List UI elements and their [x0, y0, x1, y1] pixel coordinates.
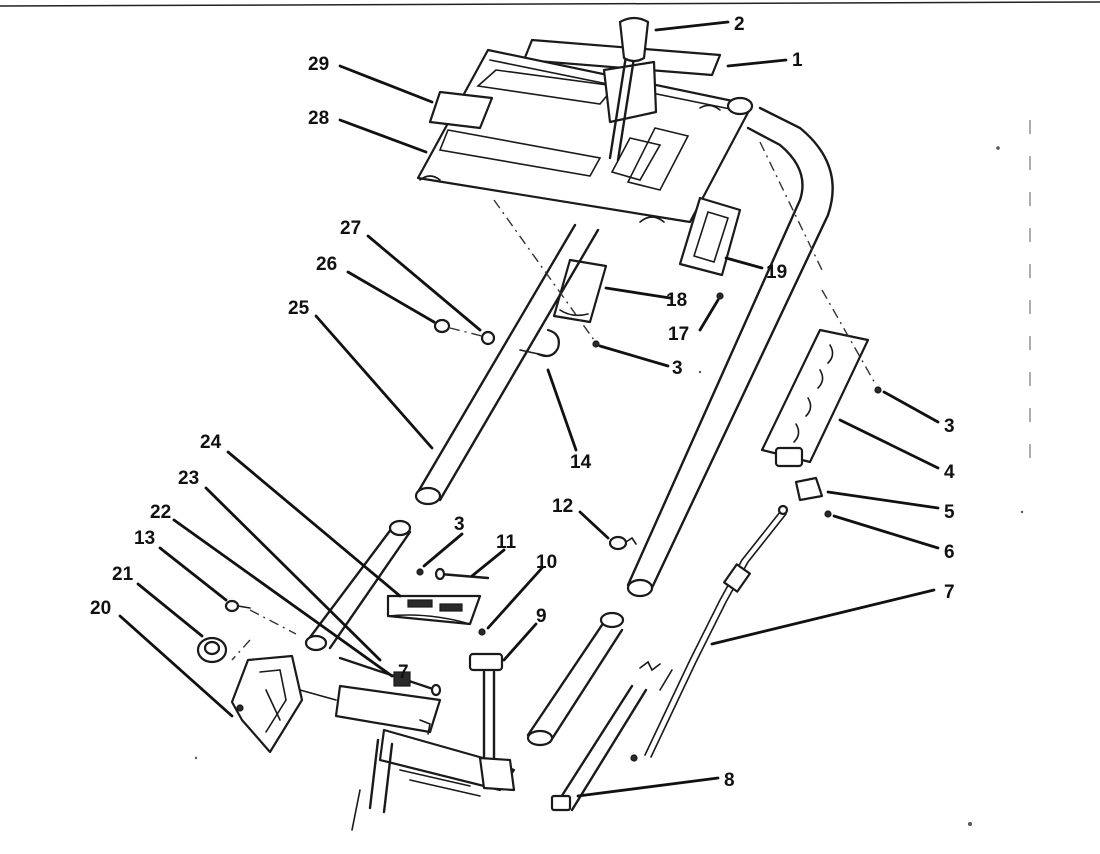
part-29-decal [428, 90, 494, 130]
part-11-bolt [434, 567, 490, 581]
callout-22: 22 [150, 502, 171, 523]
part-13-bolt [224, 599, 297, 635]
callout-3-right: 3 [944, 416, 955, 437]
callout-29: 29 [308, 54, 329, 75]
callout-4: 4 [944, 462, 955, 483]
callout-11: 11 [496, 532, 517, 553]
callout-21: 21 [112, 564, 134, 585]
callout-24: 24 [200, 432, 222, 453]
part-6-screw [824, 510, 832, 518]
assembly-line-2 [759, 141, 823, 271]
callout-17: 17 [668, 324, 689, 345]
callout-2: 2 [734, 14, 745, 35]
callout-numbers: 2 1 29 28 27 26 25 19 18 17 3 3 4 5 6 7 … [90, 14, 955, 791]
callout-25: 25 [288, 298, 310, 319]
callout-5: 5 [944, 502, 955, 523]
part-5-clip [794, 476, 824, 502]
part-3-screws [416, 292, 882, 576]
callout-28: 28 [308, 108, 329, 129]
assembly-line-1 [493, 199, 595, 341]
callout-7-lower: 7 [398, 662, 409, 683]
part-2-shift-lever [602, 16, 658, 162]
handle-tube-left [414, 223, 600, 506]
assembly-line-3 [821, 289, 877, 386]
leader-lines [118, 20, 940, 798]
part-4-side-panel [760, 328, 870, 468]
part-21-knob [196, 636, 228, 664]
frame-bracket [334, 670, 516, 831]
handle-tube-right [626, 96, 834, 598]
part-20-bracket [230, 654, 337, 754]
part-12-bushing [608, 535, 637, 551]
part-28-control-panel [416, 48, 754, 224]
assembly-line-4 [231, 639, 251, 661]
part-23-bolt [338, 656, 442, 697]
callout-3-lower: 3 [454, 514, 465, 535]
scan-artifacts [0, 1, 1100, 826]
part-26-27-fasteners [433, 318, 496, 346]
part-9-block [468, 652, 504, 672]
callout-10: 10 [536, 552, 557, 573]
callout-1: 1 [792, 50, 803, 71]
part-1-decal [522, 38, 722, 77]
part-8-lower-tube [526, 611, 661, 812]
callout-26: 26 [316, 254, 337, 275]
callout-8: 8 [724, 770, 735, 791]
callout-7-right: 7 [944, 582, 955, 603]
callout-12: 12 [552, 496, 573, 517]
part-7-cable [630, 504, 789, 762]
callout-23: 23 [178, 468, 199, 489]
callout-20: 20 [90, 598, 111, 619]
callout-6: 6 [944, 542, 955, 563]
callout-13: 13 [134, 528, 155, 549]
lower-left-tube [304, 519, 412, 652]
part-14-hook [519, 328, 560, 358]
callout-19: 19 [766, 262, 787, 283]
callout-9: 9 [536, 606, 547, 627]
part-19-bracket [678, 196, 742, 277]
part-10-screw [478, 628, 486, 636]
callout-3-top: 3 [672, 358, 683, 379]
callout-14: 14 [570, 452, 592, 473]
part-24-clamp-plate [386, 594, 482, 626]
callout-27: 27 [340, 218, 361, 239]
callout-18: 18 [666, 290, 687, 311]
